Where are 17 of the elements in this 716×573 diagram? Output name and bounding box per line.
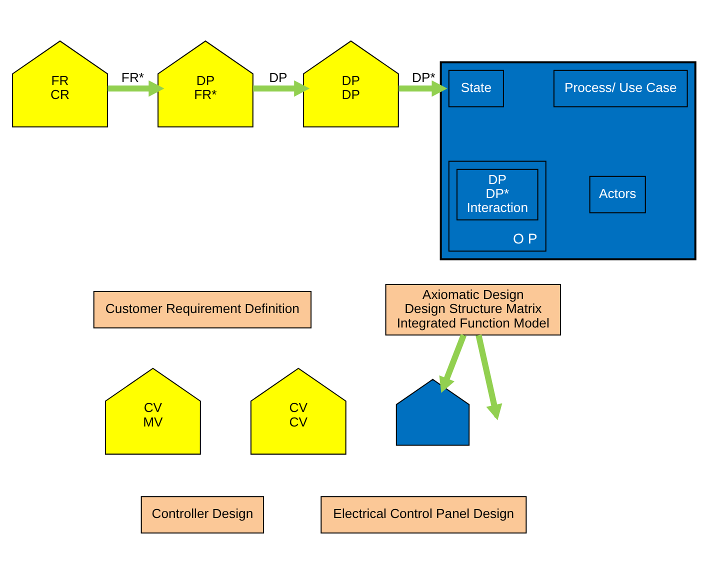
node-box: DP DP* Interaction xyxy=(456,168,538,220)
node-house xyxy=(396,378,470,446)
node-box: Customer Requirement Definition xyxy=(93,290,312,328)
node-box: Actors xyxy=(589,175,646,213)
cluster xyxy=(440,60,696,260)
arrow xyxy=(108,80,164,96)
node-box: State xyxy=(448,69,504,107)
arrow xyxy=(253,80,310,96)
node-box: Process/ Use Case xyxy=(553,69,688,107)
edge-label: FR* xyxy=(121,69,144,84)
arrow xyxy=(398,80,448,96)
edge-label: DP* xyxy=(412,69,436,84)
node-box: Controller Design xyxy=(140,496,264,533)
edge-label: DP xyxy=(269,69,288,84)
arrow xyxy=(439,334,466,392)
node-box: Electrical Control Panel Design xyxy=(320,496,527,533)
node-box: Axiomatic Design Design Structure Matrix Integrated Function Model xyxy=(385,283,562,335)
